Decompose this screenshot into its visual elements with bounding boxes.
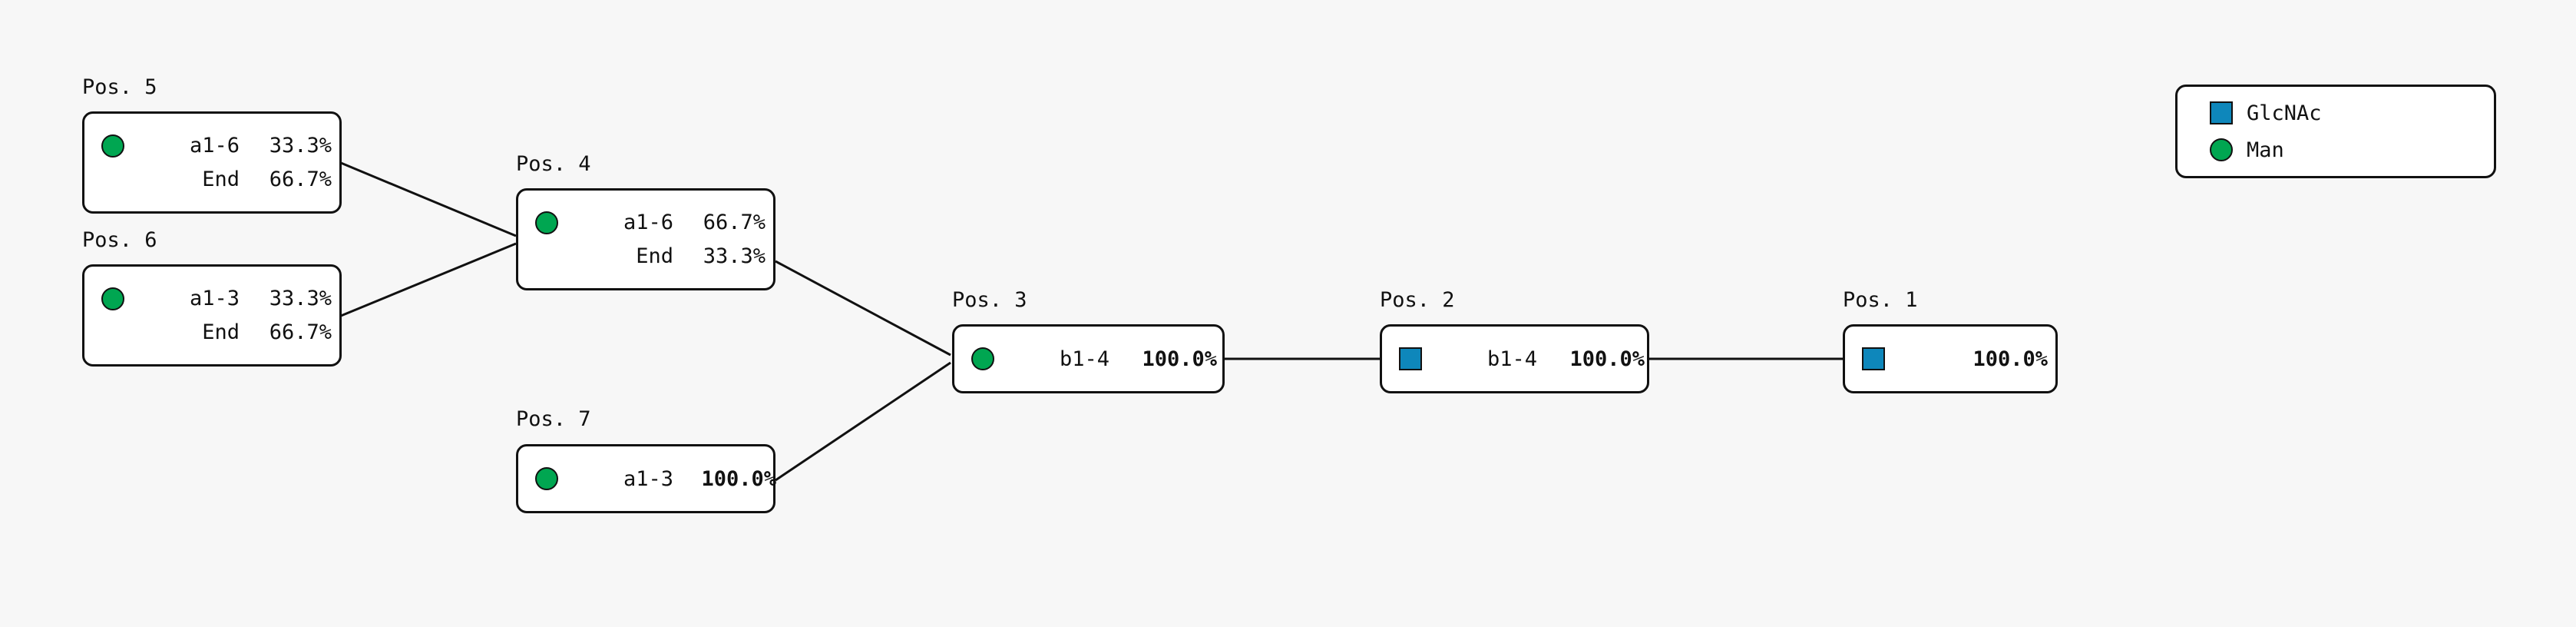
legend-item-glcnac: GlcNAc xyxy=(2196,95,2494,131)
man-circle-icon xyxy=(518,467,575,490)
node-caption-pos1: Pos. 1 xyxy=(1843,288,1918,312)
legend-panel: GlcNAc Man xyxy=(2175,85,2496,178)
percent-label: 100.0% xyxy=(1973,347,2048,371)
node-row: a1-6 33.3% xyxy=(84,129,339,163)
linkage-label: b1-4 xyxy=(1486,347,1537,371)
node-row: a1-3 33.3% xyxy=(84,282,339,316)
percent-label: 66.7% xyxy=(269,168,332,191)
man-circle-icon xyxy=(518,211,575,234)
node-caption-pos4: Pos. 4 xyxy=(516,152,591,176)
node-pos2[interactable]: b1-4 100.0% xyxy=(1380,324,1649,393)
edge-pos7-pos3 xyxy=(775,361,951,482)
legend-label: Man xyxy=(2247,138,2284,162)
node-pos4[interactable]: a1-6 66.7% End 33.3% xyxy=(516,188,775,290)
node-pos1[interactable]: 100.0% xyxy=(1843,324,2058,393)
percent-label: 100.0% xyxy=(1142,347,1217,371)
percent-label: 33.3% xyxy=(703,244,766,268)
percent-label: 33.3% xyxy=(269,287,332,310)
linkage-label: End xyxy=(202,168,240,191)
percent-label: 100.0% xyxy=(1569,347,1645,371)
node-caption-pos7: Pos. 7 xyxy=(516,407,591,431)
edge-pos6-pos4 xyxy=(340,242,517,317)
linkage-label: a1-6 xyxy=(623,211,673,234)
percent-label: 100.0% xyxy=(701,466,776,491)
node-caption-pos6: Pos. 6 xyxy=(82,228,157,252)
node-caption-pos5: Pos. 5 xyxy=(82,75,157,99)
node-pos5[interactable]: a1-6 33.3% End 66.7% xyxy=(82,111,342,214)
node-row: End 33.3% xyxy=(518,240,773,274)
percent-label: 66.7% xyxy=(703,211,766,234)
glcnac-square-icon xyxy=(1382,347,1439,370)
node-row: b1-4 100.0% xyxy=(954,342,1222,376)
edge-pos4-pos3 xyxy=(775,260,951,357)
node-caption-pos2: Pos. 2 xyxy=(1380,288,1455,312)
node-pos6[interactable]: a1-3 33.3% End 66.7% xyxy=(82,264,342,367)
node-row: a1-3 100.0% xyxy=(518,462,776,496)
man-circle-icon xyxy=(84,134,141,158)
percent-label: 33.3% xyxy=(269,134,332,158)
man-circle-icon xyxy=(2196,138,2247,161)
percent-label: 66.7% xyxy=(269,320,332,344)
linkage-label: a1-6 xyxy=(189,134,240,158)
node-pos7[interactable]: a1-3 100.0% xyxy=(516,444,776,513)
edge-pos5-pos4 xyxy=(340,161,517,237)
linkage-label: a1-3 xyxy=(623,466,673,491)
linkage-label: End xyxy=(636,244,673,268)
node-row: End 66.7% xyxy=(84,316,339,350)
glcnac-square-icon xyxy=(1845,347,1902,370)
linkage-label: a1-3 xyxy=(189,287,240,310)
linkage-label: b1-4 xyxy=(1059,347,1109,371)
node-row: a1-6 66.7% xyxy=(518,206,773,240)
node-caption-pos3: Pos. 3 xyxy=(952,288,1027,312)
node-row: b1-4 100.0% xyxy=(1382,342,1647,376)
node-row: 100.0% xyxy=(1845,342,2055,376)
man-circle-icon xyxy=(954,347,1011,370)
node-row: End 66.7% xyxy=(84,163,339,197)
linkage-label: End xyxy=(202,320,240,344)
man-circle-icon xyxy=(84,287,141,310)
glcnac-square-icon xyxy=(2196,101,2247,124)
node-pos3[interactable]: b1-4 100.0% xyxy=(952,324,1225,393)
legend-label: GlcNAc xyxy=(2247,101,2322,125)
legend-item-man: Man xyxy=(2196,131,2494,168)
